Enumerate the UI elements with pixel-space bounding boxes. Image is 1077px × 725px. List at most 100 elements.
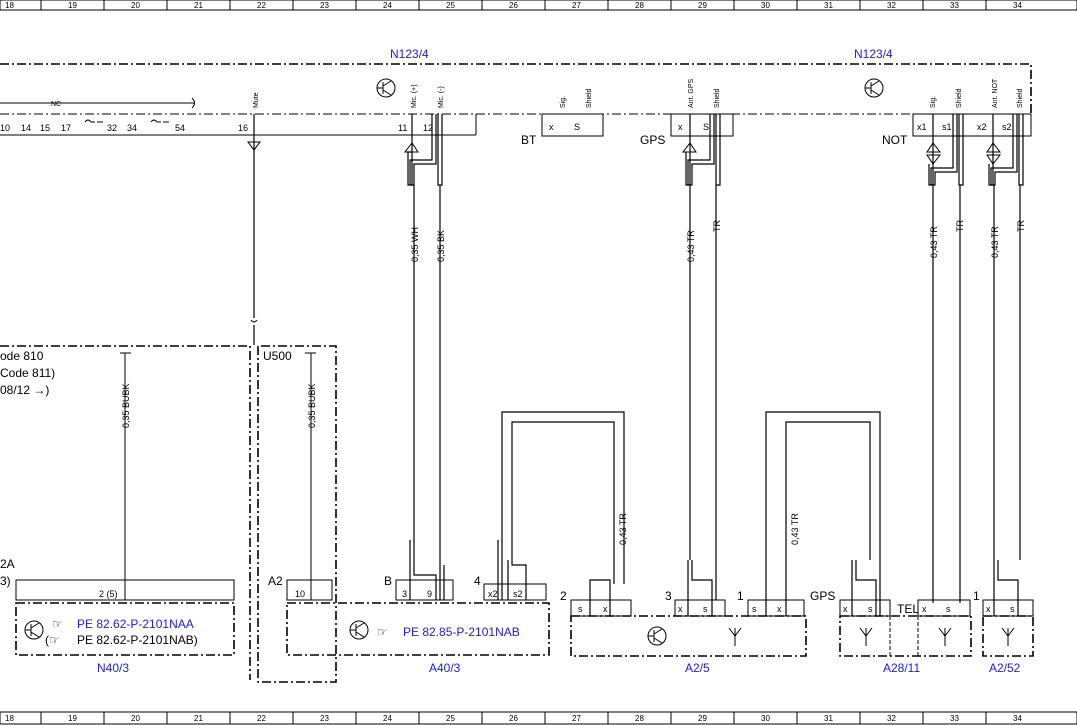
pin-s: S xyxy=(703,122,709,132)
ruler-column-label: 29 xyxy=(698,1,707,10)
pin-x: x xyxy=(603,604,608,614)
ruler-column-label: 26 xyxy=(509,1,518,10)
date-note: 08/12 →) xyxy=(0,383,49,397)
transistor-icon xyxy=(864,78,884,98)
wire-tr043: 0,43 TR xyxy=(929,226,939,258)
mic-plus-label: Mic. (+) xyxy=(411,84,418,108)
pin-x: x xyxy=(922,604,927,614)
shield-label: Shield xyxy=(1017,88,1024,108)
pin-11: 11 xyxy=(398,123,407,133)
pin-x: x xyxy=(549,122,554,132)
sig-label: Sig. xyxy=(560,96,567,108)
ruler-column-label: 22 xyxy=(257,714,266,723)
pin-3: 3 xyxy=(665,589,672,603)
ruler-column-label: 31 xyxy=(824,714,833,723)
wire-tr043: 0,43 TR xyxy=(790,513,800,545)
pointer-icon: (☞ xyxy=(45,633,60,647)
ruler-column-label: 27 xyxy=(572,714,581,723)
wire-tr043: 0,43 TR xyxy=(990,226,1000,258)
module-n40-3: N40/3 xyxy=(97,661,129,675)
pin-label: 10 xyxy=(0,123,10,133)
pin-s2: s2 xyxy=(513,589,523,599)
pin-x: x xyxy=(777,604,782,614)
pin-16: 16 xyxy=(238,123,248,133)
pin-s: s xyxy=(578,604,583,614)
wire-tr043: 0,43 TR xyxy=(618,513,628,545)
module-n123-left: N123/4 xyxy=(390,47,429,61)
pin-s: s xyxy=(868,604,873,614)
code811-note: Code 811) xyxy=(0,366,55,380)
n123-boundary xyxy=(0,63,1032,136)
nc-label: NC xyxy=(51,101,61,108)
pin-label: 15 xyxy=(40,123,50,133)
wire-tr: TR xyxy=(1016,220,1026,232)
ruler-column-label: 33 xyxy=(950,1,959,10)
module-n123-right: N123/4 xyxy=(854,47,893,61)
pin-label: 32 xyxy=(107,123,117,133)
pin-s: s xyxy=(1010,604,1015,614)
transistor-icon xyxy=(349,620,369,640)
transistor-icon xyxy=(376,78,396,98)
antenna-icon xyxy=(859,627,873,646)
antenna-icon xyxy=(1001,627,1015,646)
connector-tel: TEL xyxy=(897,602,919,616)
wire-bubk: 0,35 BUBK xyxy=(121,383,131,428)
ruler-column-label: 18 xyxy=(5,1,14,10)
pin-s1: s1 xyxy=(942,122,952,132)
pin-s: s xyxy=(946,604,951,614)
ref-pe-naa[interactable]: PE 82.62-P-2101NAA xyxy=(77,617,194,631)
pin-label: 17 xyxy=(61,123,71,133)
pin-10: 10 xyxy=(295,589,305,599)
pin-9: 9 xyxy=(427,589,432,599)
ruler-column-label: 18 xyxy=(5,714,14,723)
connector-not: NOT xyxy=(882,133,908,147)
module-a28-11: A28/11 xyxy=(883,661,920,675)
transistor-icon xyxy=(24,620,44,640)
pin-label: 34 xyxy=(127,123,137,133)
pin-12: 12 xyxy=(423,123,433,133)
shield-label: Shield xyxy=(586,88,593,108)
ruler-column-label: 29 xyxy=(698,714,707,723)
ruler-column-label: 24 xyxy=(383,714,392,723)
pin-2-5: 2 (5) xyxy=(99,589,118,599)
ruler-column-label: 30 xyxy=(761,714,770,723)
ruler-column-label: 23 xyxy=(320,714,329,723)
ruler-column-label: 22 xyxy=(257,1,266,10)
n3-note: 3) xyxy=(0,574,11,588)
pin-1: 1 xyxy=(973,589,980,603)
pin-s2: s2 xyxy=(1002,122,1012,132)
ruler-column-label: 19 xyxy=(68,714,77,723)
ruler-column-label: 20 xyxy=(131,714,140,723)
ruler-column-label: 19 xyxy=(68,1,77,10)
top-ruler xyxy=(0,0,1077,11)
ruler-column-label: 32 xyxy=(887,714,896,723)
pin-label: 54 xyxy=(175,123,185,133)
wire-wh: 0,35 WH xyxy=(410,227,420,262)
ruler-column-label: 26 xyxy=(509,714,518,723)
connector-b: B xyxy=(384,574,392,588)
pin-s: s xyxy=(752,604,757,614)
shield-label: Shield xyxy=(956,88,963,108)
connector-a2: A2 xyxy=(268,574,283,588)
code810-note: ode 810 xyxy=(0,349,44,363)
ruler-column-label: 21 xyxy=(194,1,203,10)
ruler-column-label: 34 xyxy=(1013,714,1022,723)
pin-x2: x2 xyxy=(977,122,987,132)
antenna-icon xyxy=(938,627,952,646)
sig-label: Sig. xyxy=(930,96,937,108)
ref-pe-a40[interactable]: PE 82.85-P-2101NAB xyxy=(403,625,520,639)
ruler-column-label: 23 xyxy=(320,1,329,10)
pin-1: 1 xyxy=(737,589,744,603)
pin-3: 3 xyxy=(402,589,407,599)
pin-x2: x2 xyxy=(488,589,498,599)
module-u500: U500 xyxy=(263,349,292,363)
pointer-icon: ☞ xyxy=(377,625,388,639)
ruler-column-label: 21 xyxy=(194,714,203,723)
ant-not-label: Ant. NOT xyxy=(992,78,999,108)
shield-label: Shield xyxy=(714,88,721,108)
ruler-column-label: 25 xyxy=(446,714,455,723)
wire-bk: 0,35 BK xyxy=(436,230,446,262)
module-a40-3: A40/3 xyxy=(429,661,461,675)
bottom-ruler xyxy=(0,711,1077,725)
ruler-column-label: 28 xyxy=(635,714,644,723)
